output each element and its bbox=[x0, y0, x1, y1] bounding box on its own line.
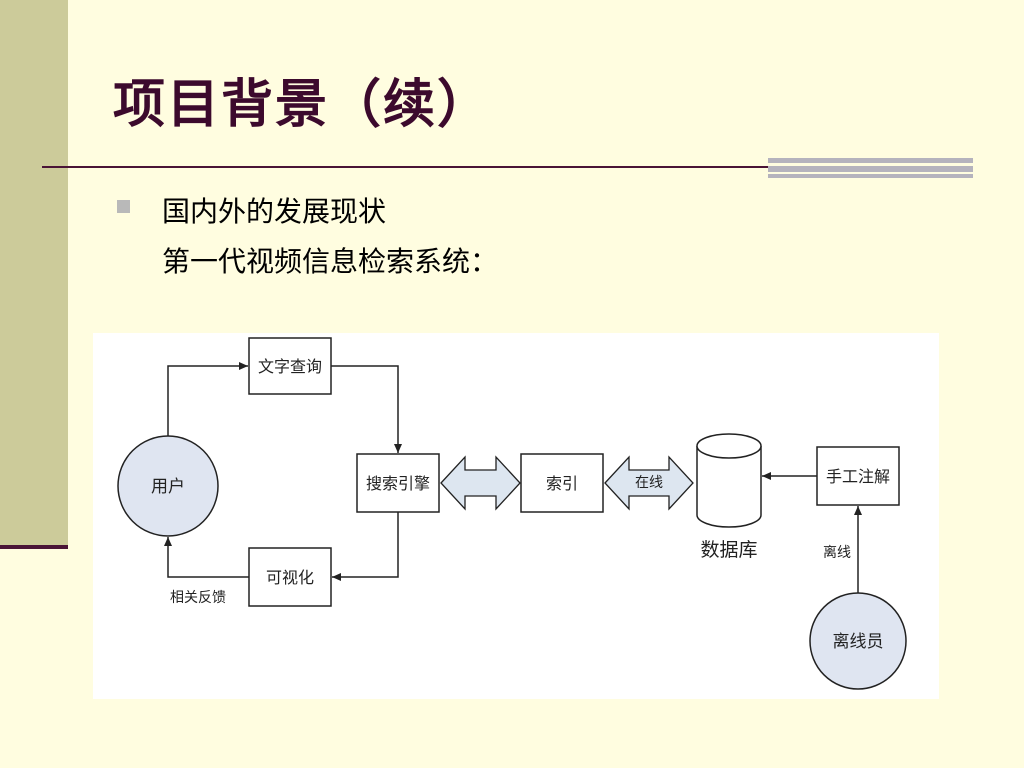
retrieval-system-diagram: 用户 文字查询 搜索引擎 可视化 索引 手工注解 数据库 离线员 bbox=[93, 333, 939, 699]
title-divider bbox=[42, 166, 972, 168]
left-decorative-band bbox=[0, 0, 68, 547]
arrow-text-query-to-search-engine bbox=[331, 365, 402, 453]
offline-staff-label: 离线员 bbox=[833, 632, 884, 652]
bullet-square-icon bbox=[117, 200, 130, 213]
online-label: 在线 bbox=[635, 475, 663, 491]
arrow-visualization-to-user bbox=[164, 537, 249, 578]
search-engine-box bbox=[356, 453, 440, 513]
title-divider-accent bbox=[768, 158, 973, 178]
visualization-label: 可视化 bbox=[266, 568, 314, 587]
database-label: 数据库 bbox=[700, 539, 757, 561]
bullet-text-line-2: 第一代视频信息检索系统： bbox=[162, 245, 499, 278]
left-band-underline bbox=[0, 545, 68, 549]
index-box bbox=[520, 453, 604, 513]
search-engine-label: 搜索引擎 bbox=[366, 474, 430, 493]
arrow-user-to-text-query bbox=[167, 362, 248, 436]
bullet-text-line-1: 国内外的发展现状 bbox=[162, 195, 387, 228]
manual-annotation-label: 手工注解 bbox=[826, 467, 890, 486]
offline-label: 离线 bbox=[823, 544, 851, 561]
double-arrow-engine-index bbox=[440, 455, 521, 511]
user-label: 用户 bbox=[151, 477, 185, 497]
index-label: 索引 bbox=[546, 474, 578, 493]
arrow-search-engine-to-visualization bbox=[332, 512, 399, 581]
visualization-box bbox=[248, 547, 332, 607]
double-arrow-index-database bbox=[604, 455, 694, 511]
slide-title: 项目背景（续） bbox=[113, 74, 492, 135]
text-query-label: 文字查询 bbox=[258, 357, 322, 376]
manual-annotation-box bbox=[816, 446, 900, 506]
database-node bbox=[696, 433, 762, 528]
relevance-feedback-label: 相关反馈 bbox=[170, 590, 226, 606]
text-query-box bbox=[248, 337, 332, 395]
